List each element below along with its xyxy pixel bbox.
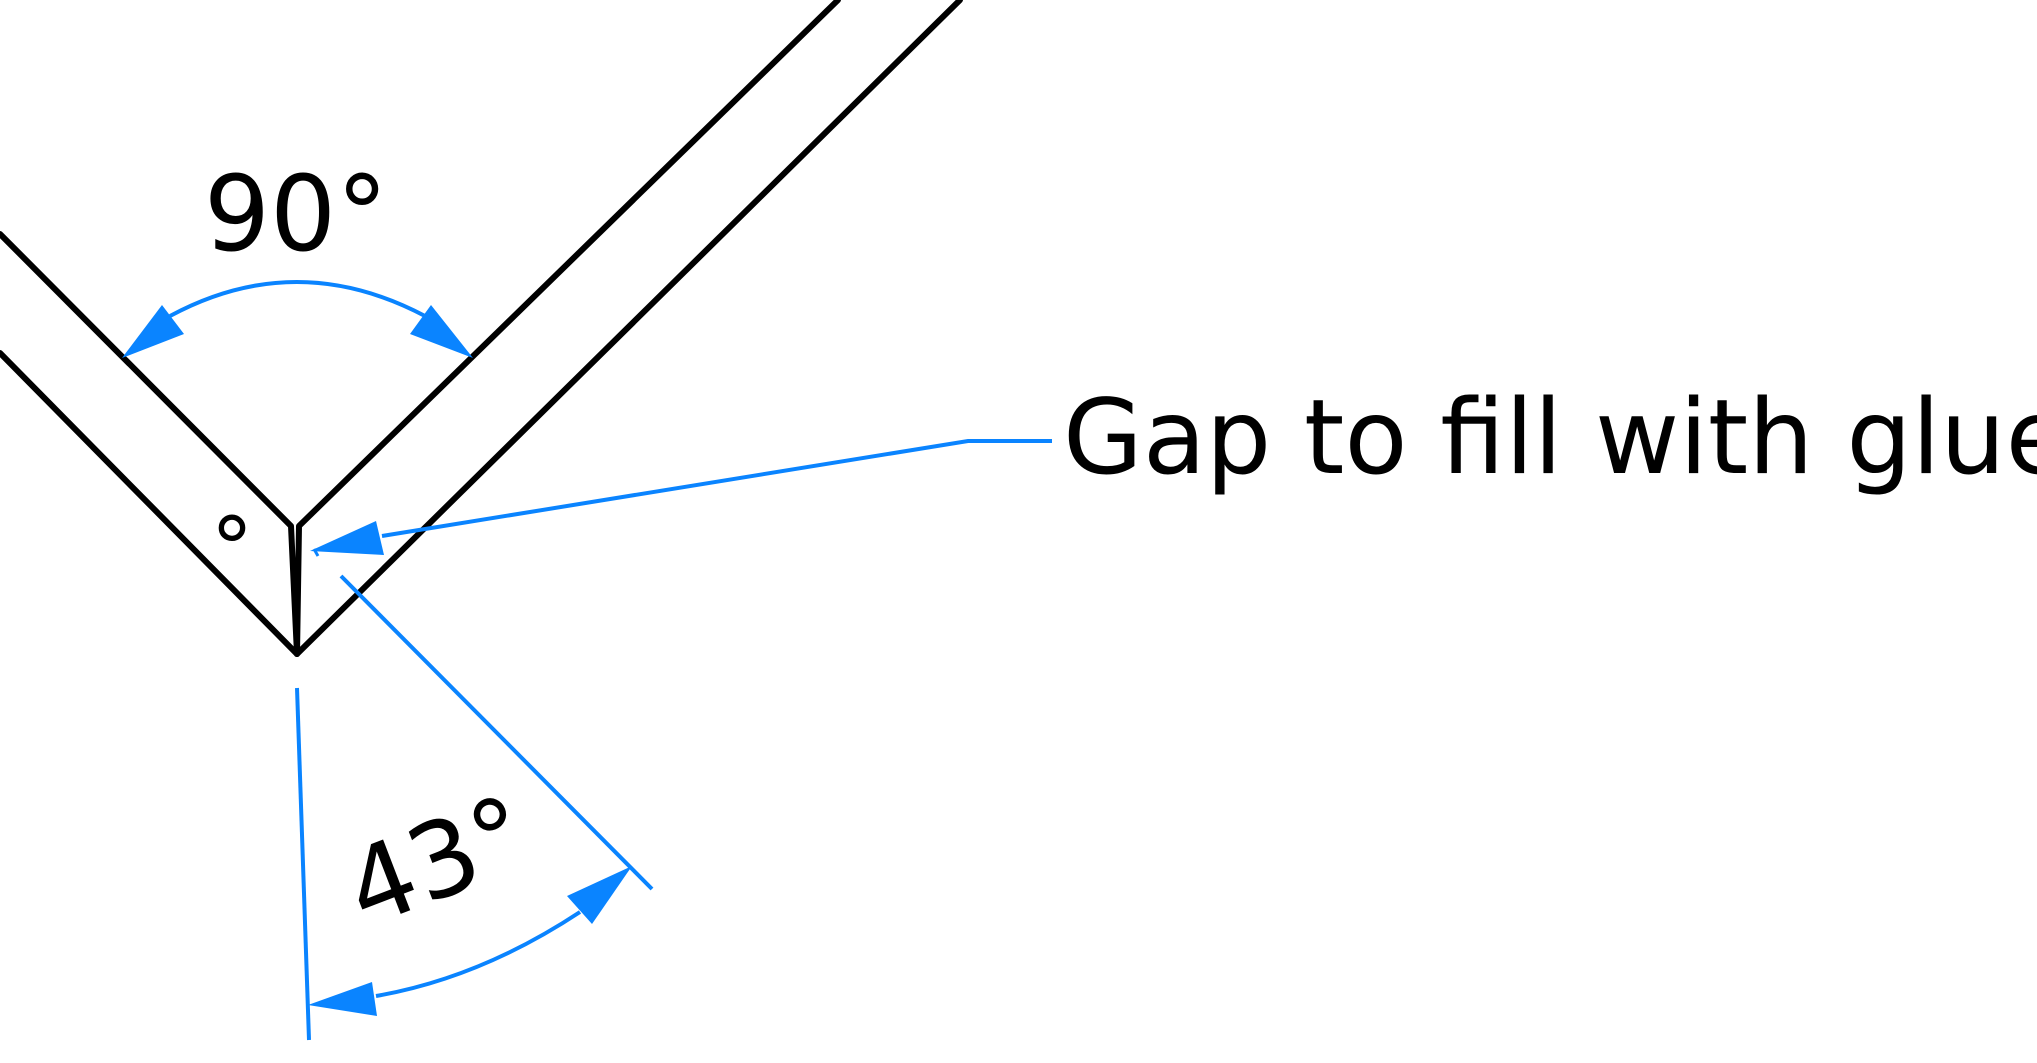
angle-43-arrow-top [567, 866, 632, 924]
angle-43-arc [375, 910, 582, 998]
extension-line-diagonal [339, 574, 654, 891]
angle-43-label: 43° [329, 771, 545, 951]
gap-callout-label: Gap to fill with glue [1063, 378, 2037, 498]
left-board-outer-edge [0, 350, 300, 657]
right-board-outer-edge [294, 0, 963, 657]
angle-90-dimension [122, 280, 473, 358]
gap-callout-leader [310, 439, 1052, 557]
angle-90-arrow-left [122, 305, 184, 358]
callout-leader-line [381, 439, 1052, 538]
angle-90-label: 90° [204, 153, 388, 275]
angle-90-arc [169, 280, 426, 318]
small-degree-mark: ° [211, 499, 254, 599]
board-outline [0, 0, 963, 657]
angle-90-arrow-right [410, 305, 473, 358]
right-board-inner-edge [294, 0, 841, 657]
callout-tip-tick [312, 548, 320, 557]
extension-line-vertical [295, 687, 311, 1041]
callout-arrowhead [310, 521, 384, 555]
angle-43-dimension [295, 574, 654, 1041]
angle-43-arrow-bottom [308, 982, 377, 1016]
